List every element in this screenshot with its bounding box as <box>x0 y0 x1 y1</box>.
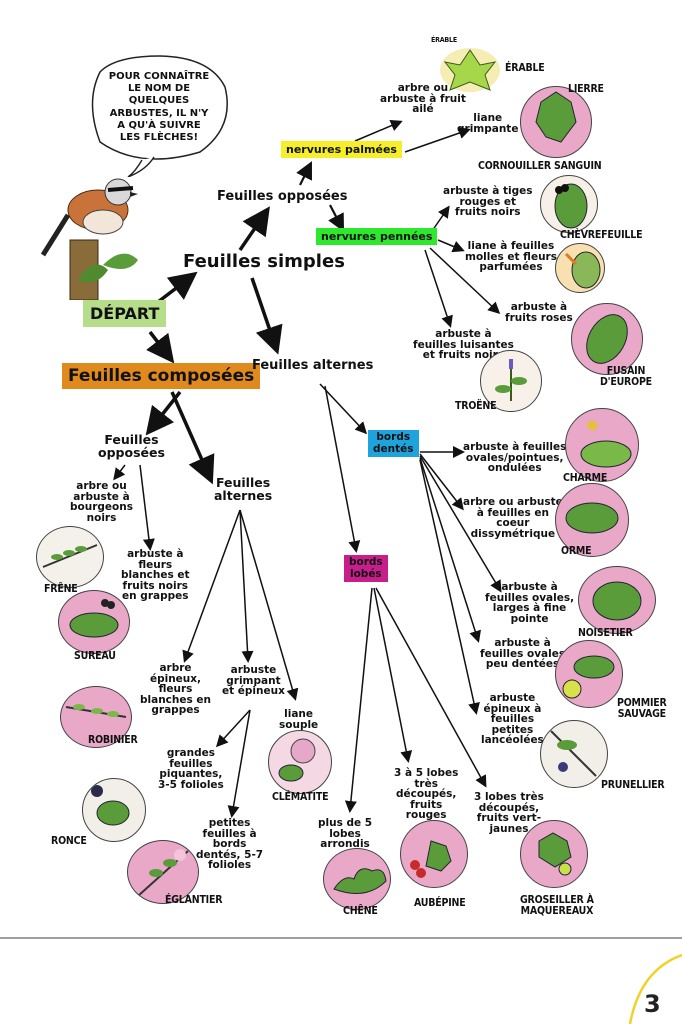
desc-charme: arbuste à feuilles ovales/pointues, ondu… <box>463 441 567 474</box>
desc-frene: arbre ou arbuste à bourgeons noirs <box>70 480 133 524</box>
orme-illustration <box>555 483 629 557</box>
fusain-illustration <box>571 303 643 375</box>
plant-chene: CHÊNE <box>343 905 378 917</box>
desc-fusain: arbuste à fruits roses <box>505 301 573 324</box>
plant-ronce: RONCE <box>51 835 87 847</box>
desc-aubepine: 3 à 5 lobes très découpés, fruits rouges <box>394 767 459 821</box>
plant-troene: TROËNE <box>455 400 497 412</box>
node-bords-lobes: bords lobés <box>344 555 388 583</box>
chene-illustration <box>323 848 391 910</box>
speech-bubble <box>91 55 228 177</box>
plant-robinier: ROBINIER <box>88 734 138 746</box>
desc-pommier: arbuste à feuilles ovales peu dentées <box>480 637 566 670</box>
desc-orme: arbre ou arbuste à feuilles en coeur dis… <box>463 496 563 540</box>
plant-chevrefeuille: CHÈVREFEUILLE <box>560 229 643 241</box>
erable-leaf-illustration <box>440 48 500 92</box>
page-arc <box>628 953 682 1024</box>
node-feuilles-alternes: Feuilles alternes <box>252 358 374 373</box>
chevrefeuille-illustration <box>555 243 605 293</box>
plant-erable: ÉRABLE <box>505 62 545 74</box>
noisetier-illustration <box>578 566 656 634</box>
plant-pommier: POMMIER SAUVAGE <box>617 697 667 720</box>
node-bords-dentes: bords dentés <box>368 430 419 458</box>
plant-frene: FRÊNE <box>44 583 78 595</box>
clematite-illustration <box>268 730 332 794</box>
node-feuilles-opposees: Feuilles opposées <box>217 189 348 204</box>
plant-prunellier: PRUNELLIER <box>601 779 665 791</box>
cornouiller-illustration <box>540 175 598 233</box>
aubepine-illustration <box>400 820 468 888</box>
plant-aubepine: AUBÉPINE <box>414 897 466 909</box>
desc-robinier: arbre épineux, fleurs blanches en grappe… <box>140 662 211 716</box>
plant-noisetier: NOISETIER <box>578 627 633 639</box>
desc-cornouiller: arbuste à tiges rouges et fruits noirs <box>443 185 533 218</box>
charme-illustration <box>565 408 639 482</box>
plant-cornouiller: CORNOUILLER SANGUIN <box>478 160 602 172</box>
ronce-illustration <box>82 778 146 842</box>
desc-sureau: arbuste à fleurs blanches et fruits noir… <box>121 548 190 602</box>
node-comp-opposees: Feuilles opposées <box>98 432 165 460</box>
eglantier-illustration <box>127 840 199 904</box>
shrike-bird-illustration <box>40 178 138 300</box>
desc-noisetier: arbuste à feuilles ovales, larges à fine… <box>485 581 575 625</box>
plant-charme: CHARME <box>563 472 608 484</box>
node-feuilles-composees: Feuilles composées <box>62 363 261 389</box>
plant-fusain: FUSAIN D'EUROPE <box>600 365 652 388</box>
node-nervures-palmees: nervures palmées <box>281 141 402 158</box>
lierre-illustration <box>520 86 592 158</box>
desc-chene: plus de 5 lobes arrondis <box>318 817 373 850</box>
robinier-illustration <box>60 686 132 748</box>
frene-illustration <box>36 526 104 588</box>
desc-prunellier: arbuste épineux à feuilles petites lancé… <box>481 692 544 746</box>
prunellier-illustration <box>540 720 608 788</box>
desc-eglantier: petites feuilles à bords dentés, 5-7 fol… <box>196 817 264 871</box>
start-box: DÉPART <box>83 300 167 327</box>
plant-eglantier: ÉGLANTIER <box>165 894 223 906</box>
node-feuilles-simples: Feuilles simples <box>183 251 345 272</box>
troene-illustration <box>480 350 542 412</box>
node-comp-alternes: Feuilles alternes <box>214 475 273 503</box>
desc-chevrefeuille: liane à feuilles molles et fleurs parfum… <box>465 240 557 273</box>
desc-clematite: liane souple <box>279 708 319 731</box>
speech-text: POUR CONNAÎTRE LE NOM DE QUELQUES ARBUST… <box>108 71 210 143</box>
pommier-illustration <box>555 640 623 708</box>
plant-groseillier: GROSEILLER À MAQUEREAUX <box>520 894 594 917</box>
plant-clematite: CLÉMATITE <box>272 791 329 803</box>
desc-groseillier: 3 lobes très découpés, fruits vert- jaun… <box>474 791 544 835</box>
desc-troene: arbuste à feuilles luisantes et fruits n… <box>413 328 514 361</box>
desc-grimpant: arbuste grimpant et épineux <box>222 664 285 697</box>
plant-lierre: LIERRE <box>568 83 604 95</box>
page-number: 3 <box>644 990 661 1018</box>
node-nervures-pennees: nervures pennées <box>316 228 438 245</box>
erable-tag-label: ÉRABLE <box>431 36 457 44</box>
groseillier-illustration <box>520 820 588 888</box>
desc-ronce: grandes feuilles piquantes, 3-5 folioles <box>158 747 224 791</box>
plant-orme: ORME <box>561 545 592 557</box>
plant-sureau: SUREAU <box>74 650 116 662</box>
desc-lierre: liane grimpante <box>457 112 519 135</box>
desc-erable: arbre ou arbuste à fruit ailé <box>380 82 466 115</box>
sureau-illustration <box>58 590 130 654</box>
